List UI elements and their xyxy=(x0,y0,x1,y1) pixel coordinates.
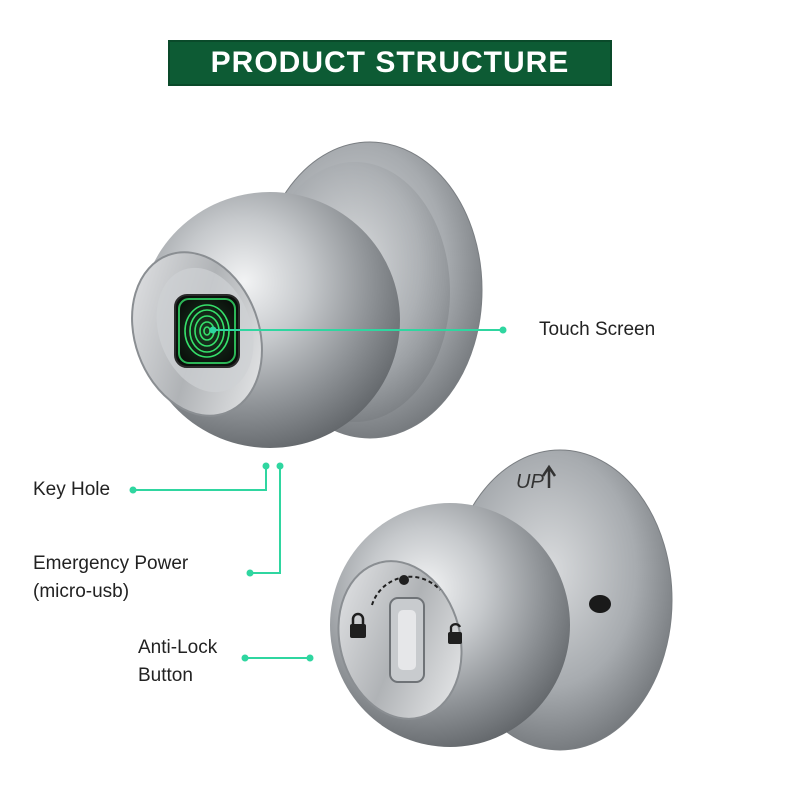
knob-bottom xyxy=(330,449,673,751)
lock-icon xyxy=(350,612,366,638)
up-marking-text: UP xyxy=(516,471,544,493)
usb-port-icon xyxy=(399,575,409,585)
title-banner: PRODUCT STRUCTURE xyxy=(168,40,612,86)
leader-lines xyxy=(133,329,503,659)
label-touch-screen: Touch Screen xyxy=(539,319,656,340)
knob-top xyxy=(131,141,483,448)
anti-lock-button[interactable] xyxy=(389,597,425,683)
page-title: PRODUCT STRUCTURE xyxy=(210,46,570,79)
label-key-hole: Key Hole xyxy=(33,479,111,500)
leader-emergency-power xyxy=(250,468,281,574)
leader-key-hole xyxy=(133,468,267,491)
label-anti-lock: Anti-Lock Button xyxy=(138,637,218,686)
leader-dots xyxy=(129,326,507,662)
keyhole-icon xyxy=(589,595,611,613)
unlock-icon xyxy=(448,623,462,644)
up-arrow-marking: UP xyxy=(516,464,557,493)
label-emergency-power: Emergency Power (micro-usb) xyxy=(33,553,189,602)
